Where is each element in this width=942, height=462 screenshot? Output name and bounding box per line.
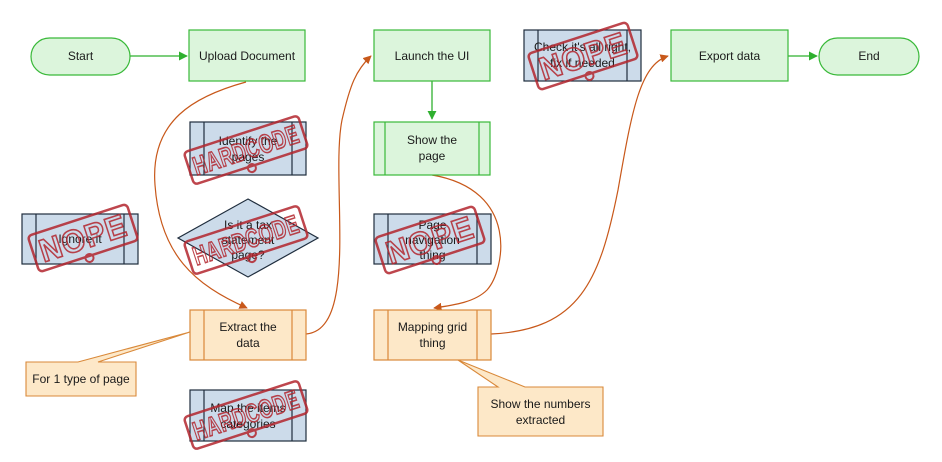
callout-one-page-type: For 1 type of page xyxy=(25,331,191,397)
edge-extract-launch xyxy=(305,55,372,335)
connectors xyxy=(130,51,818,335)
upload-document-node: Upload Document xyxy=(188,29,306,82)
tax-statement-label-1: Is it a tax xyxy=(224,218,272,232)
show-page-node: Show the page xyxy=(373,121,491,176)
mapping-grid-node: Mapping grid thing xyxy=(373,309,492,361)
show-page-label-2: page xyxy=(419,149,446,163)
page-navigation-label-2: navigation xyxy=(405,233,460,247)
map-items-node: Map the items categories xyxy=(189,389,307,442)
callout-show-numbers-text-2: extracted xyxy=(516,413,565,427)
mapping-grid-label-2: thing xyxy=(419,336,445,350)
extract-data-label-1: Extract the xyxy=(219,320,277,334)
ignore-it-node: Ignore it xyxy=(21,213,139,265)
upload-document-label: Upload Document xyxy=(199,49,296,63)
export-data-label: Export data xyxy=(699,49,761,63)
ignore-it-label: Ignore it xyxy=(58,232,102,246)
show-page-label-1: Show the xyxy=(407,133,457,147)
callout-one-page-type-text: For 1 type of page xyxy=(32,372,130,386)
check-all-right-label-2: fix if needed xyxy=(550,56,615,70)
identify-pages-label-2: pages xyxy=(232,150,265,164)
page-navigation-node: Page navigation thing xyxy=(373,213,492,265)
page-navigation-label-3: thing xyxy=(419,248,445,262)
tax-statement-label-2: statement xyxy=(222,233,275,247)
edge-mapping-export xyxy=(490,54,669,335)
map-items-label-1: Map the items xyxy=(210,401,285,415)
extract-data-node: Extract the data xyxy=(189,309,307,361)
start-label: Start xyxy=(68,49,94,63)
mapping-grid-label-1: Mapping grid xyxy=(398,320,467,334)
callout-show-numbers: Show the numbers extracted xyxy=(457,359,604,437)
extract-data-label-2: data xyxy=(236,336,260,350)
launch-ui-node: Launch the UI xyxy=(373,29,491,82)
edge-show-mapping xyxy=(431,174,502,312)
export-data-node: Export data xyxy=(670,29,789,82)
callout-show-numbers-text-1: Show the numbers xyxy=(490,397,590,411)
end-node: End xyxy=(818,37,920,76)
edge-upload-extract xyxy=(154,81,248,309)
start-node: Start xyxy=(30,37,131,76)
launch-ui-label: Launch the UI xyxy=(395,49,470,63)
end-label: End xyxy=(858,49,879,63)
